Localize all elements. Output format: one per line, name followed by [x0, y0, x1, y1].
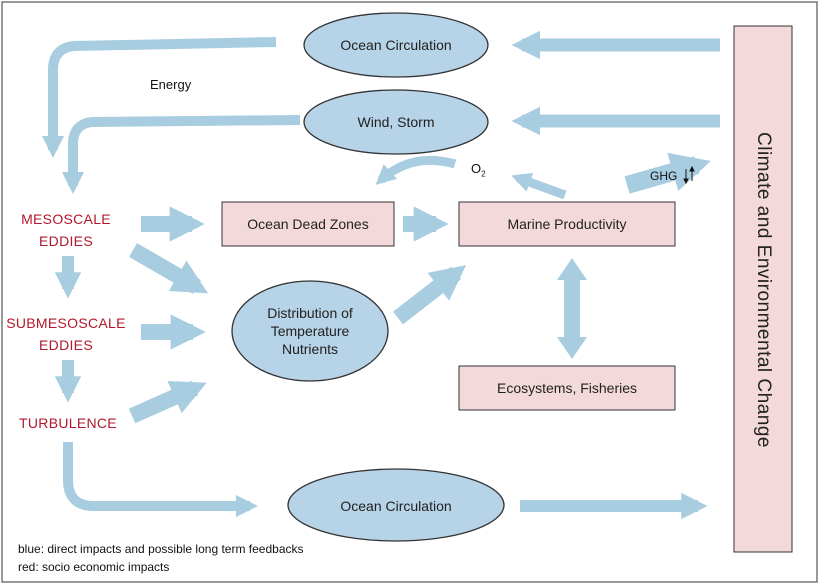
wind-storm-node: [303, 89, 489, 155]
climate-change-label: Climate and Environmental Change: [753, 132, 774, 448]
arrow-turbulence-to-ocean-circulation: [63, 442, 259, 517]
oxygen-label: O2: [471, 161, 486, 179]
arrow-oxygen-to-dead-zones: [375, 155, 457, 185]
ghg-label: GHG: [650, 169, 678, 183]
ocean-dead-zones-node: [221, 201, 395, 247]
arrow-head-down: [557, 337, 587, 359]
submesoscale-eddies-label: SUBMESOSCALE EDDIES: [6, 312, 126, 356]
distribution-node: [231, 280, 389, 382]
turbulence-label: TURBULENCE: [19, 415, 117, 431]
energy-label: Energy: [150, 77, 192, 92]
ocean-circulation-bottom-node: [287, 468, 505, 542]
legend-red: red: socio economic impacts: [18, 560, 170, 574]
ecosystems-fisheries-label: Ecosystems, Fisheries: [496, 380, 638, 396]
arrow-distribution-to-productivity: [393, 265, 467, 325]
mesoscale-eddies-label: MESOSCALE EDDIES: [21, 208, 111, 252]
ocean-circulation-bottom-label: Ocean Circulation: [340, 498, 452, 514]
wind-storm-label: Wind, Storm: [357, 114, 435, 130]
mesoscale-line2: EDDIES: [39, 233, 93, 249]
oxygen-subscript: 2: [481, 169, 486, 179]
arrow-energy-ocean-circulation-to-eddies: [42, 37, 277, 159]
arrow-energy-wind-to-eddies: [62, 115, 301, 195]
submesoscale-line2: EDDIES: [39, 337, 93, 353]
distribution-label-line3: Nutrients: [281, 341, 339, 357]
legend-blue: blue: direct impacts and possible long t…: [18, 542, 304, 556]
ocean-circulation-top-node: [303, 12, 489, 78]
oxygen-symbol: O: [471, 161, 482, 176]
ecosystems-fisheries-node: [458, 365, 676, 411]
arrow-head-up: [557, 258, 587, 280]
marine-productivity-node: [458, 201, 676, 247]
ocean-circulation-top-label: Ocean Circulation: [340, 37, 452, 53]
climate-change-node: [733, 25, 793, 553]
arrow-turbulence-to-distribution: [128, 380, 207, 424]
ghg-updown-icon: [683, 165, 695, 185]
distribution-label-line1: Distribution of: [267, 305, 353, 321]
arrow-mesoscale-to-distribution: [128, 243, 209, 294]
arrow-productivity-to-oxygen: [511, 172, 567, 200]
arrow-ghg-to-climate: [624, 152, 711, 194]
distribution-label-line2: Temperature: [270, 323, 350, 339]
mesoscale-line1: MESOSCALE: [21, 211, 111, 227]
ocean-dead-zones-label: Ocean Dead Zones: [247, 216, 369, 232]
submesoscale-line1: SUBMESOSCALE: [6, 315, 126, 331]
marine-productivity-label: Marine Productivity: [507, 216, 627, 232]
distribution-label: Distribution of Temperature Nutrients: [267, 304, 353, 358]
